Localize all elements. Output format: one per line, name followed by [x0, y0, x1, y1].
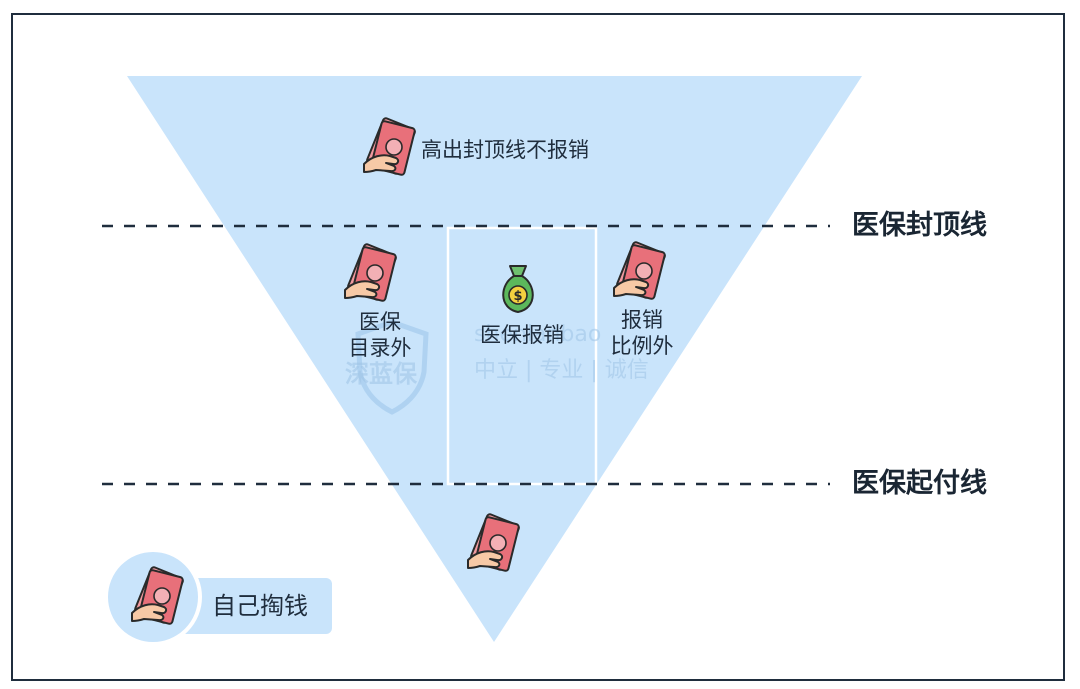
legend-pill: [180, 578, 332, 634]
legend-hand-with-cash-icon: [131, 566, 184, 625]
legend-circle: [104, 548, 202, 646]
funnel-triangle: [127, 76, 862, 642]
legend-label: 自己掏钱: [212, 592, 308, 620]
watermark-logo-text: 深蓝保: [345, 360, 417, 388]
right-zone-label-line1: 报销: [621, 308, 663, 332]
money-bag-icon: $: [502, 265, 534, 313]
watermark-tagline: 中立 | 专业 | 诚信: [474, 358, 649, 383]
svg-text:$: $: [513, 289, 522, 304]
watermark-shield-icon: [355, 319, 429, 415]
right-zone-label-line2: 比例外: [610, 334, 674, 358]
left-zone-label: 医保 目录外: [332, 309, 428, 361]
center-zone-label: 医保报销: [480, 323, 564, 347]
ceiling-line-label: 医保封顶线: [852, 210, 987, 241]
top-zone-label: 高出封顶线不报销: [421, 138, 589, 162]
left-zone-label-line1: 医保: [359, 310, 401, 334]
deductible-line-label: 医保起付线: [852, 468, 987, 499]
left-zone-label-line2: 目录外: [348, 336, 412, 360]
watermark-text: shenlanbao: [474, 322, 602, 347]
right-zone-label: 报销 比例外: [594, 307, 690, 359]
